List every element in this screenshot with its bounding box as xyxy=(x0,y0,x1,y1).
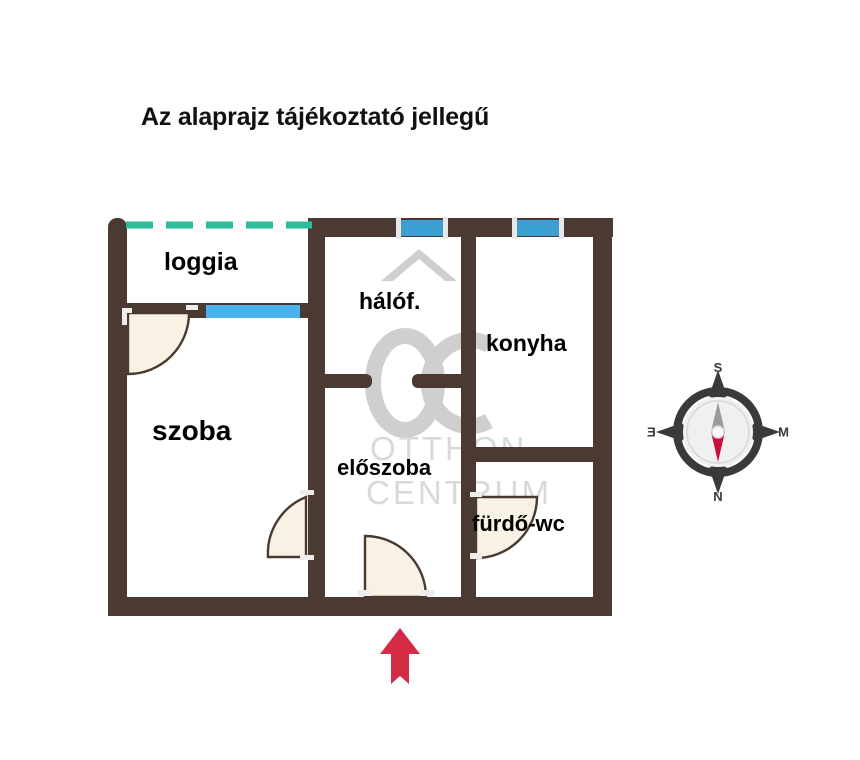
compass-label-top: S xyxy=(713,360,723,375)
compass-inner-ring xyxy=(686,400,750,464)
compass-label-bottom: N xyxy=(713,489,723,504)
room-label-loggia: loggia xyxy=(164,248,238,276)
window-konyha-frame-left xyxy=(512,217,517,239)
window-loggia-szoba xyxy=(206,305,300,318)
wall-szoba-hall xyxy=(308,218,325,616)
entrance-arrow-up xyxy=(380,628,420,684)
room-label-eloszoba: előszoba xyxy=(337,455,432,480)
compass-label-right: M xyxy=(778,424,789,440)
window-konyha-frame-right xyxy=(559,217,564,239)
door-jamb-furdo-b xyxy=(470,553,482,559)
door-jamb-szoba-b xyxy=(300,555,314,560)
wall-halof-bottom-right xyxy=(412,374,470,388)
wall-kitchen-bath xyxy=(461,447,612,462)
wall-exterior-right xyxy=(593,218,612,616)
door-jamb-entrance-b xyxy=(420,590,434,596)
door-szoba-eloszoba xyxy=(266,495,308,559)
compass-rose xyxy=(656,370,780,494)
page-title: Az alaprajz tájékoztató jellegű xyxy=(141,103,490,131)
compass-needle-red xyxy=(711,432,725,462)
compass-needle-gray xyxy=(711,402,725,432)
compass-pivot xyxy=(711,425,725,439)
compass-outer-ring xyxy=(673,387,763,477)
oc-house-roof-icon xyxy=(381,249,457,281)
window-halof xyxy=(400,220,444,236)
room-label-halof: hálóf. xyxy=(359,288,421,314)
door-loggia-szoba xyxy=(126,311,191,376)
door-jamb-szoba-a xyxy=(300,490,314,495)
door-jamb-loggia-b xyxy=(122,313,127,325)
door-furdowc xyxy=(474,495,539,560)
wall-exterior-left xyxy=(108,218,127,616)
doors xyxy=(122,305,539,599)
room-label-konyha: konyha xyxy=(486,330,567,356)
room-label-szoba: szoba xyxy=(152,415,232,446)
door-jamb-loggia-c xyxy=(186,305,198,310)
room-label-furdowc: fürdő-wc xyxy=(472,511,565,536)
door-main-entrance xyxy=(363,534,428,599)
compass-label-left: Ǝ xyxy=(647,424,656,440)
entrance-arrow-shape xyxy=(380,628,420,684)
door-jamb-furdo-a xyxy=(470,492,482,497)
wall-hall-kitchen xyxy=(461,228,476,616)
windows xyxy=(206,217,564,318)
wall-halof-bottom-left xyxy=(317,374,372,388)
door-jamb-entrance-a xyxy=(358,590,372,596)
compass-labels: S N Ǝ M xyxy=(644,358,792,506)
window-halof-frame-left xyxy=(396,217,401,239)
window-halof-frame-right xyxy=(443,217,448,239)
wall-exterior-bottom xyxy=(108,597,612,616)
door-jamb-loggia-a xyxy=(122,308,132,313)
window-konyha xyxy=(516,220,560,236)
